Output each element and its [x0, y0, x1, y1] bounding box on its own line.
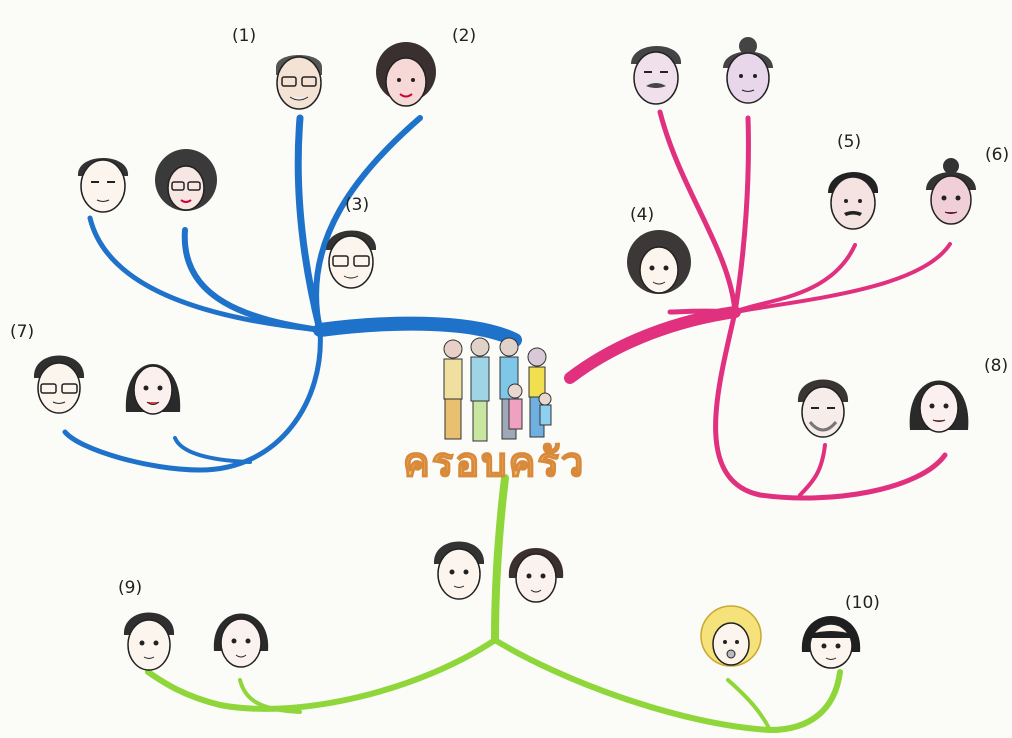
father-face	[320, 224, 382, 290]
grandmother-maternal-face	[717, 37, 779, 106]
grandfather-paternal-face	[268, 45, 330, 111]
cousin-maternal-female-face	[908, 368, 970, 434]
sibling-male-face	[428, 534, 490, 600]
label-3: (3)	[345, 195, 370, 215]
mother-face	[627, 230, 691, 296]
label-5: (5)	[837, 132, 862, 152]
aunt-maternal-face	[920, 158, 982, 226]
child-male-face	[118, 605, 180, 671]
label-6: (6)	[985, 145, 1010, 165]
maternal-branch	[564, 109, 952, 501]
grandmother-paternal-face	[375, 42, 437, 110]
label-10: (10)	[845, 593, 880, 613]
label-9: (9)	[118, 578, 143, 598]
child-female-face	[210, 603, 272, 669]
family-title: ครอบครัว	[402, 439, 586, 487]
cousin-maternal-male-face	[792, 372, 854, 438]
label-7: (7)	[10, 322, 35, 342]
label-8: (8)	[984, 356, 1009, 376]
label-2: (2)	[452, 26, 477, 46]
children-branch	[145, 474, 843, 734]
paternal-branch	[62, 114, 522, 473]
label-4: (4)	[630, 205, 655, 225]
family-group-illustration	[443, 337, 552, 442]
label-1: (1)	[232, 26, 257, 46]
aunt-paternal-face	[155, 148, 217, 214]
uncle-maternal-face	[822, 165, 884, 231]
cousin-male-face	[28, 348, 90, 414]
baby-face	[700, 605, 762, 672]
child-girl-face	[800, 606, 862, 672]
cousin-female-face	[122, 352, 184, 418]
grandfather-maternal-face	[625, 40, 687, 106]
uncle-paternal-face	[72, 148, 134, 214]
sibling-female-face	[505, 538, 567, 604]
